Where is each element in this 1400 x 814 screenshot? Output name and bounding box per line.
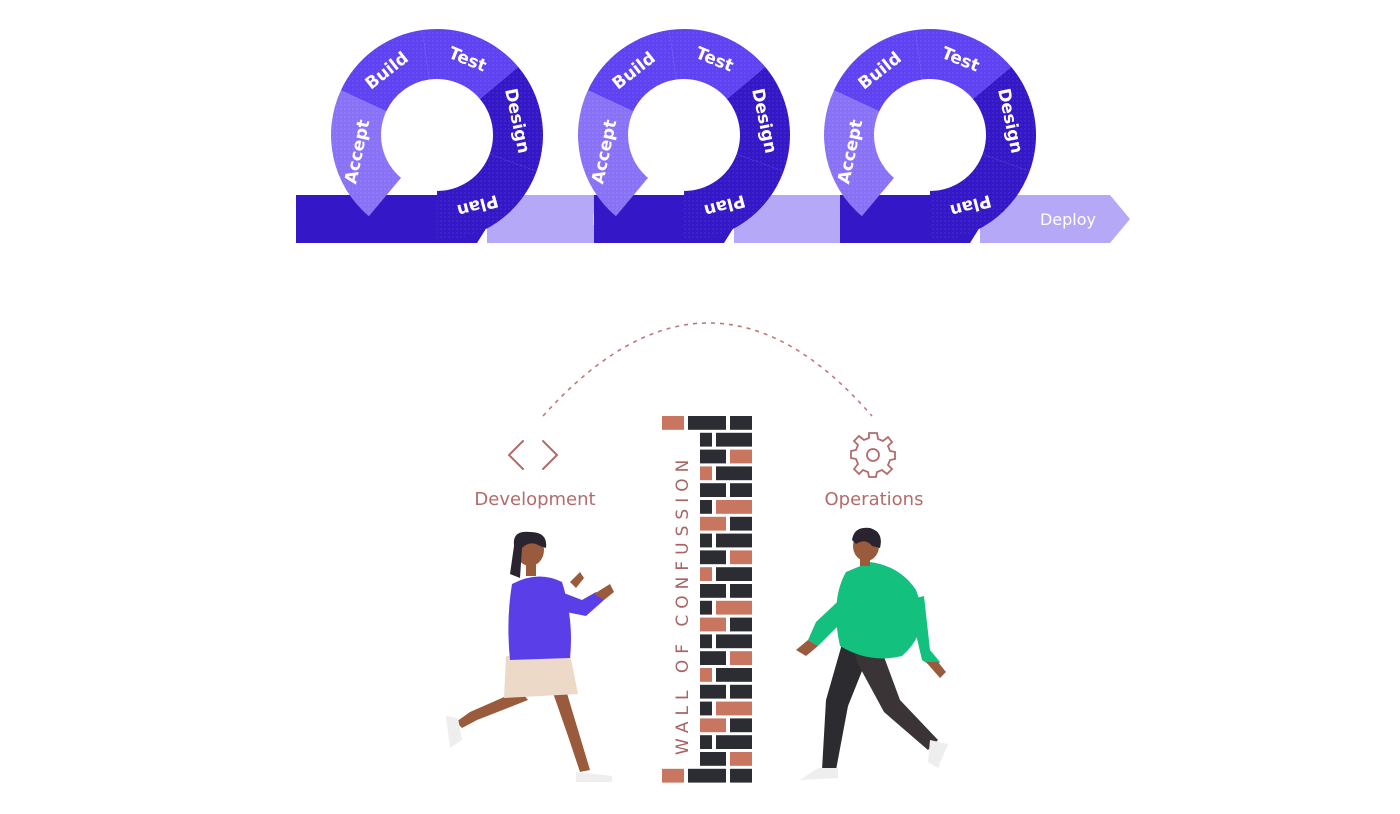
brick xyxy=(730,416,752,430)
brick xyxy=(716,600,752,615)
brick xyxy=(716,668,752,682)
deploy-arrow xyxy=(980,195,1130,243)
brick xyxy=(730,584,752,598)
brick xyxy=(730,516,752,531)
brick xyxy=(730,550,752,565)
brick xyxy=(716,567,752,581)
brick xyxy=(716,735,752,749)
brick xyxy=(700,567,712,581)
brick xyxy=(716,432,752,447)
operations-person xyxy=(796,527,948,780)
brick xyxy=(700,500,712,514)
brick xyxy=(730,449,752,464)
brick xyxy=(716,466,752,481)
brick xyxy=(700,516,726,531)
connection-arc xyxy=(542,322,873,417)
deploy-label: Deploy xyxy=(1040,210,1096,229)
devops-wall-section: Development Operations WALL OF CONFUSSIO… xyxy=(446,322,948,783)
brick xyxy=(700,600,712,615)
brick xyxy=(700,752,726,766)
brick xyxy=(700,584,726,598)
brick xyxy=(730,483,752,497)
brick xyxy=(688,768,726,783)
brick xyxy=(700,550,726,565)
brick xyxy=(716,634,752,649)
brick xyxy=(700,483,726,497)
brick xyxy=(688,416,726,430)
developer-person xyxy=(446,531,614,782)
brick xyxy=(700,701,712,716)
brick xyxy=(700,718,726,733)
brick xyxy=(730,752,752,766)
brick xyxy=(700,533,712,548)
brick xyxy=(700,634,712,649)
brick xyxy=(700,651,726,665)
brick xyxy=(716,500,752,514)
wall-label: WALL OF CONFUSSION xyxy=(673,454,693,755)
brick xyxy=(700,617,726,632)
brick xyxy=(730,684,752,699)
brick xyxy=(700,735,712,749)
brick xyxy=(700,466,712,481)
brick xyxy=(700,668,712,682)
brick xyxy=(730,651,752,665)
brick xyxy=(700,684,726,699)
brick xyxy=(716,533,752,548)
brick xyxy=(716,701,752,716)
brick-wall xyxy=(662,416,752,783)
brick xyxy=(730,768,752,783)
code-icon xyxy=(507,440,559,470)
brick xyxy=(662,416,684,430)
brick xyxy=(730,718,752,733)
brick xyxy=(662,768,684,783)
development-label: Development xyxy=(474,489,595,510)
brick xyxy=(730,617,752,632)
operations-label: Operations xyxy=(825,489,924,510)
gear-icon xyxy=(850,432,896,478)
brick xyxy=(700,449,726,464)
brick xyxy=(700,432,712,447)
